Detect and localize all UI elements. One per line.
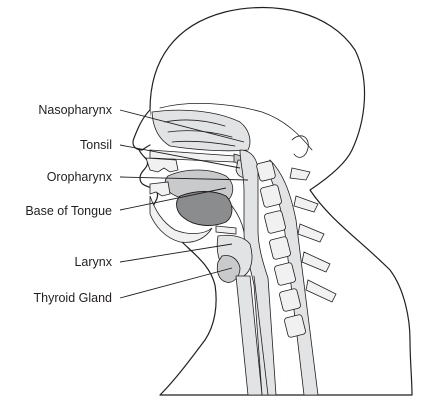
spinous-processes	[289, 167, 337, 303]
leader-thyroid-gland	[119, 267, 233, 299]
mandible	[149, 195, 213, 243]
cervical-vertebrae	[256, 160, 306, 338]
trachea	[235, 275, 263, 396]
leader-base-of-tongue	[119, 187, 227, 211]
vertebra-c7	[284, 314, 306, 338]
hyoid-bone	[215, 225, 237, 235]
upper-teeth	[145, 157, 179, 173]
vertebra-c3	[264, 210, 286, 234]
epiglottis	[231, 205, 245, 233]
vertebra-c6	[279, 288, 301, 312]
label-nasopharynx: Nasopharynx	[38, 103, 112, 117]
leader-tonsil	[119, 144, 241, 169]
vertebra-c2	[260, 184, 282, 208]
skull-base-line	[159, 102, 313, 151]
ear	[291, 135, 309, 158]
spinous-process-1	[289, 167, 311, 181]
spinous-process-5	[305, 279, 337, 303]
label-tonsil: Tonsil	[80, 138, 112, 152]
leader-larynx	[119, 243, 233, 263]
turbinate-1	[164, 119, 226, 127]
lower-teeth	[149, 181, 171, 197]
base-of-tongue	[176, 191, 233, 226]
turbinate-2	[167, 130, 233, 138]
nose-outline	[132, 109, 151, 151]
label-larynx: Larynx	[74, 255, 112, 269]
vertebra-c5	[274, 262, 296, 286]
spinous-process-3	[297, 223, 325, 243]
label-base-of-tongue: Base of Tongue	[25, 204, 112, 218]
label-thyroid-gland: Thyroid Gland	[33, 291, 112, 305]
label-oropharynx: Oropharynx	[47, 170, 113, 184]
leader-oropharynx	[119, 176, 249, 181]
esophagus	[253, 275, 269, 396]
leader-nasopharynx	[119, 109, 245, 143]
turbinate-3	[171, 140, 236, 147]
spinous-process-4	[301, 251, 331, 273]
vertebra-c1	[256, 160, 276, 182]
vertebra-c4	[269, 236, 291, 260]
spinous-process-2	[293, 195, 319, 213]
